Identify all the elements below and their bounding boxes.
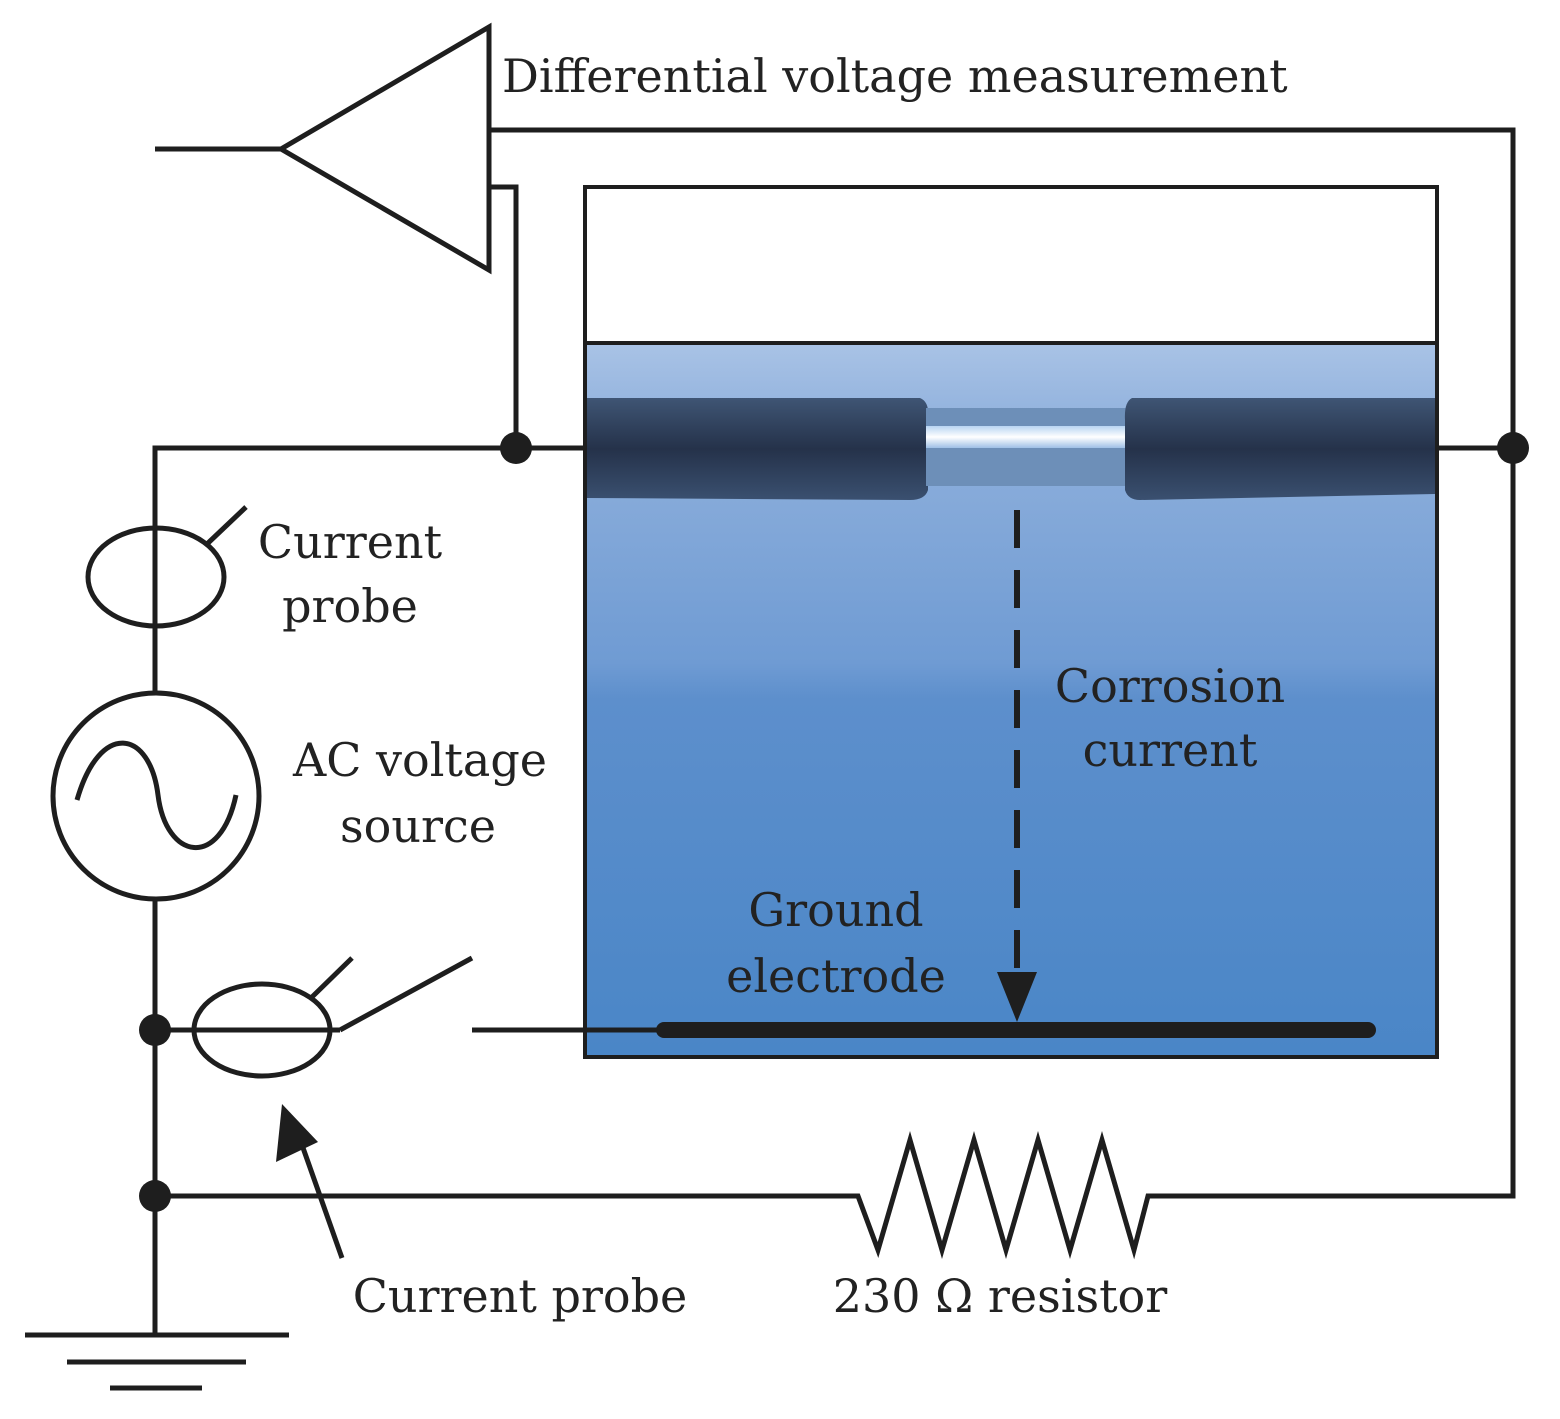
test-tank xyxy=(583,185,1439,1059)
ac-voltage-source-icon xyxy=(50,690,262,902)
coated-sample xyxy=(587,398,1435,500)
label-ac-source-1: AC voltage xyxy=(292,733,547,787)
label-ac-source-2: source xyxy=(340,799,496,853)
current-probe-bottom-icon xyxy=(191,956,354,1079)
label-differential-voltage: Differential voltage measurement xyxy=(502,49,1288,103)
label-current-probe-top-2: probe xyxy=(282,579,418,633)
junction-dots xyxy=(139,432,1529,1212)
differential-amplifier-icon xyxy=(155,22,492,275)
label-ground-electrode-2: electrode xyxy=(726,949,946,1003)
sample-coating-right xyxy=(1124,398,1435,500)
label-ground-electrode-1: Ground xyxy=(748,883,923,937)
sample-exposed-highlight xyxy=(926,426,1126,448)
label-current-probe-top-1: Current xyxy=(258,515,443,569)
switch-icon xyxy=(338,955,474,1033)
ground-icon xyxy=(25,1332,289,1391)
label-current-probe-bottom: Current probe xyxy=(353,1269,688,1323)
label-corrosion-1: Corrosion xyxy=(1055,659,1285,713)
current-probe-top-icon xyxy=(85,505,248,629)
label-resistor: 230 Ω resistor xyxy=(833,1269,1168,1323)
corrosion-current-arrow xyxy=(997,510,1037,1022)
resistor-icon xyxy=(790,1131,1218,1260)
sample-coating-left xyxy=(587,398,929,500)
probe-pointer-arrow xyxy=(276,1104,345,1259)
label-corrosion-2: current xyxy=(1083,723,1258,777)
